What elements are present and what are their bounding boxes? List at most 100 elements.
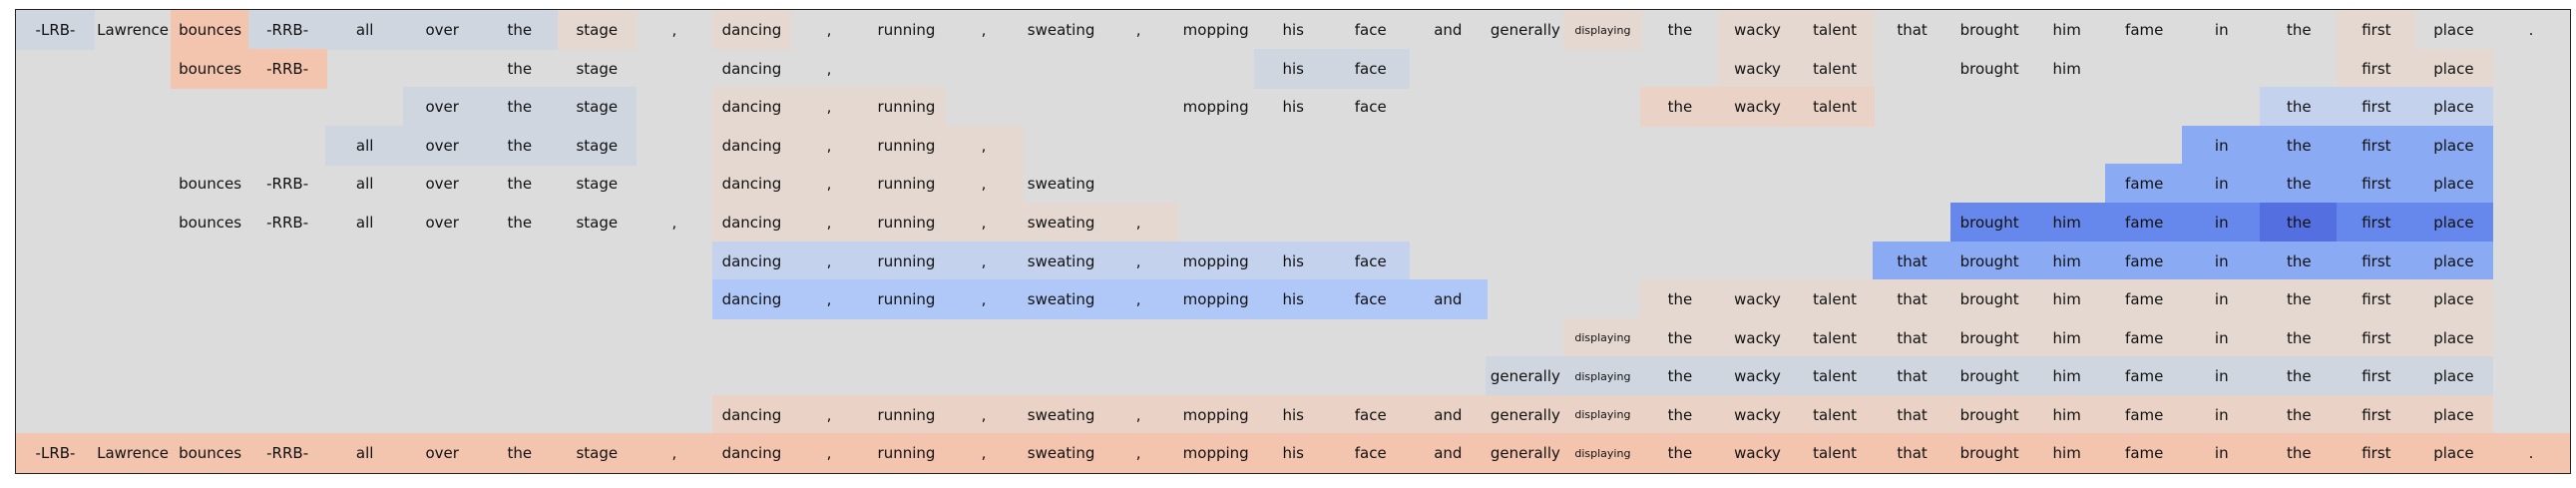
token-cell: dancing xyxy=(721,59,782,78)
token-cell: talent xyxy=(1795,87,1875,128)
token-cell: brought xyxy=(1949,356,2029,397)
token-cell: in xyxy=(2182,164,2262,205)
token-cell: the xyxy=(480,125,560,166)
token-cell: wacky xyxy=(1718,433,1797,474)
token-cell: , xyxy=(789,87,869,128)
token-cell: the xyxy=(507,59,533,78)
token-cell: , xyxy=(789,394,869,435)
token-cell: sweating xyxy=(1022,241,1101,281)
token-cell: displaying xyxy=(1562,317,1642,358)
token-cell: first xyxy=(2337,279,2416,320)
token-cell: dancing xyxy=(711,164,791,205)
token-cell: over xyxy=(425,175,459,194)
token-cell: face xyxy=(1331,48,1411,89)
token-cell: , xyxy=(826,21,832,39)
token-cell: him xyxy=(2027,394,2107,435)
token-cell: , xyxy=(981,21,987,39)
token-cell: sweating xyxy=(1027,175,1095,194)
token-cell: talent xyxy=(1795,279,1875,320)
token-cell: talent xyxy=(1795,10,1875,50)
token-cell: running xyxy=(877,21,936,39)
token-cell: place xyxy=(2413,433,2493,474)
token-cell: and xyxy=(1434,21,1463,39)
token-cell: displaying xyxy=(1562,356,1642,397)
token-cell: first xyxy=(2337,356,2416,397)
token-cell: running xyxy=(867,125,946,166)
token-cell: first xyxy=(2337,164,2416,205)
token-cell: in xyxy=(2182,202,2262,243)
token-cell: sweating xyxy=(1022,279,1101,320)
token-cell: displaying xyxy=(1562,433,1642,474)
token-cell: , xyxy=(789,125,869,166)
token-cell: , xyxy=(1098,279,1178,320)
token-cell: stage xyxy=(576,59,619,78)
token-cell: . xyxy=(2491,433,2571,474)
token-cell: talent xyxy=(1795,317,1875,358)
token-cell: and xyxy=(1408,433,1488,474)
token-cell: first xyxy=(2337,125,2416,166)
token-cell: wacky xyxy=(1718,48,1797,89)
token-cell: that xyxy=(1873,317,1952,358)
token-cell: wacky xyxy=(1718,394,1797,435)
token-cell: , xyxy=(944,433,1024,474)
token-cell: brought xyxy=(1959,59,2019,78)
token-cell: the xyxy=(2259,279,2339,320)
token-cell: fame xyxy=(2104,202,2184,243)
token-cell: that xyxy=(1873,279,1952,320)
token-cell: , xyxy=(944,202,1024,243)
token-cell: first xyxy=(2337,202,2416,243)
token-cell: fame xyxy=(2104,164,2184,205)
token-cell: him xyxy=(2027,433,2107,474)
token-cell: talent xyxy=(1795,48,1875,89)
token-cell: running xyxy=(867,87,946,128)
token-cell: place xyxy=(2413,164,2493,205)
token-cell: -RRB- xyxy=(266,175,309,194)
token-cell: first xyxy=(2337,394,2416,435)
token-cell: place xyxy=(2413,356,2493,397)
token-cell: in xyxy=(2182,356,2262,397)
token-cell: , xyxy=(1098,433,1178,474)
token-cell: and xyxy=(1408,279,1488,320)
token-cell: that xyxy=(1897,21,1928,39)
token-cell: the xyxy=(1640,433,1720,474)
token-cell: , xyxy=(826,59,832,78)
token-cell: place xyxy=(2413,87,2493,128)
token-cell: dancing xyxy=(711,125,791,166)
token-cell: stage xyxy=(557,125,637,166)
token-cell: the xyxy=(2259,164,2339,205)
token-cell: first xyxy=(2337,241,2416,281)
token-cell: his xyxy=(1253,241,1333,281)
token-cell: the xyxy=(2259,241,2339,281)
token-cell: first xyxy=(2337,317,2416,358)
token-cell: mopping xyxy=(1176,433,1256,474)
token-cell: , xyxy=(789,202,869,243)
token-cell: , xyxy=(944,164,1024,205)
token-cell: in xyxy=(2182,125,2262,166)
token-cell: sweating xyxy=(1022,433,1101,474)
token-cell: the xyxy=(480,10,560,50)
token-cell: wacky xyxy=(1718,279,1797,320)
token-cell: the xyxy=(2259,202,2339,243)
token-cell: Lawrence xyxy=(97,21,169,39)
token-cell: , xyxy=(1098,202,1178,243)
token-cell: place xyxy=(2413,394,2493,435)
token-cell: -RRB- xyxy=(247,433,327,474)
token-cell: -LRB- xyxy=(16,10,95,50)
token-cell: him xyxy=(2027,356,2107,397)
token-cell: dancing xyxy=(711,87,791,128)
token-cell: that xyxy=(1873,433,1952,474)
token-cell: brought xyxy=(1959,21,2019,39)
token-cell: the xyxy=(1640,279,1720,320)
token-cell: generally xyxy=(1490,21,1560,39)
token-cell: -LRB- xyxy=(16,433,95,474)
token-cell: talent xyxy=(1795,433,1875,474)
token-cell: in xyxy=(2182,394,2262,435)
token-cell: running xyxy=(867,394,946,435)
token-cell: the xyxy=(480,87,560,128)
token-cell: , xyxy=(789,241,869,281)
token-cell: sweating xyxy=(1027,21,1095,39)
token-cell: the xyxy=(1640,87,1720,128)
token-cell: the xyxy=(507,175,533,194)
token-cell: in xyxy=(2182,241,2262,281)
token-cell: first xyxy=(2337,48,2416,89)
